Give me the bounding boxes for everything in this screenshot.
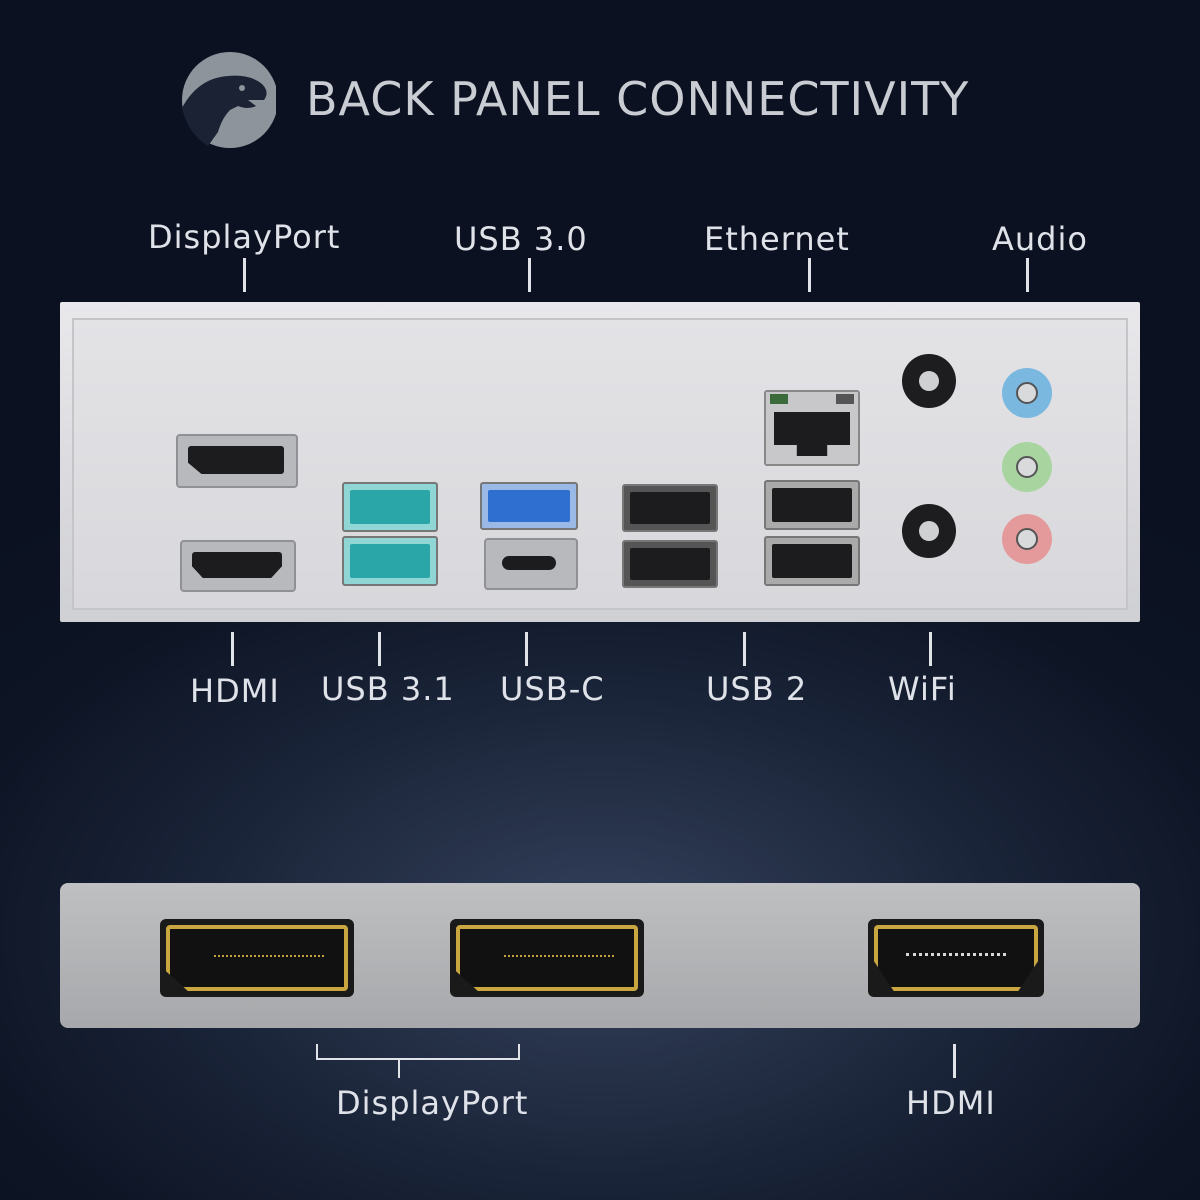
label-displayport-top: DisplayPort — [148, 218, 341, 256]
pointer-line — [808, 258, 811, 292]
label-gpu-displayport: DisplayPort — [336, 1084, 529, 1122]
label-usb30: USB 3.0 — [454, 220, 588, 258]
pointer-line — [525, 632, 528, 666]
hdmi-port — [868, 919, 1044, 997]
displayport-port — [450, 919, 644, 997]
pointer-line — [378, 632, 381, 666]
displayport-bracket — [316, 1044, 520, 1060]
usb2-port — [764, 536, 860, 586]
label-ethernet: Ethernet — [704, 220, 850, 258]
pointer-line — [243, 258, 246, 292]
label-audio: Audio — [992, 220, 1088, 258]
gpu-io-plate — [60, 883, 1140, 1028]
ethernet-port — [764, 390, 860, 466]
hdmi-port — [180, 540, 296, 592]
pointer-line — [1026, 258, 1029, 292]
usb31-port — [342, 536, 438, 586]
pointer-line — [231, 632, 234, 666]
usb-port — [622, 540, 718, 588]
io-shield-inner — [72, 318, 1128, 610]
audio-line-in-jack — [1002, 368, 1052, 418]
usb31-port — [342, 482, 438, 532]
wifi-antenna-connector — [902, 354, 956, 408]
pointer-line — [528, 258, 531, 292]
label-usb2: USB 2 — [706, 670, 808, 708]
pointer-line — [953, 1044, 956, 1078]
usb30-port — [480, 482, 578, 530]
pointer-line — [929, 632, 932, 666]
pointer-line — [743, 632, 746, 666]
audio-mic-in-jack — [1002, 514, 1052, 564]
label-gpu-hdmi: HDMI — [906, 1084, 996, 1122]
displayport-port — [160, 919, 354, 997]
label-wifi: WiFi — [888, 670, 957, 708]
wifi-antenna-connector — [902, 504, 956, 558]
usb-port — [622, 484, 718, 532]
audio-line-out-jack — [1002, 442, 1052, 492]
io-shield — [60, 302, 1140, 622]
displayport-port — [176, 434, 298, 488]
label-hdmi: HDMI — [190, 672, 280, 710]
dinosaur-logo-icon — [178, 48, 278, 152]
page-title: BACK PANEL CONNECTIVITY — [306, 72, 970, 126]
label-usb-c: USB-C — [500, 670, 605, 708]
usb-c-port — [484, 538, 578, 590]
label-usb31: USB 3.1 — [321, 670, 455, 708]
pointer-line — [398, 1060, 400, 1078]
usb2-port — [764, 480, 860, 530]
